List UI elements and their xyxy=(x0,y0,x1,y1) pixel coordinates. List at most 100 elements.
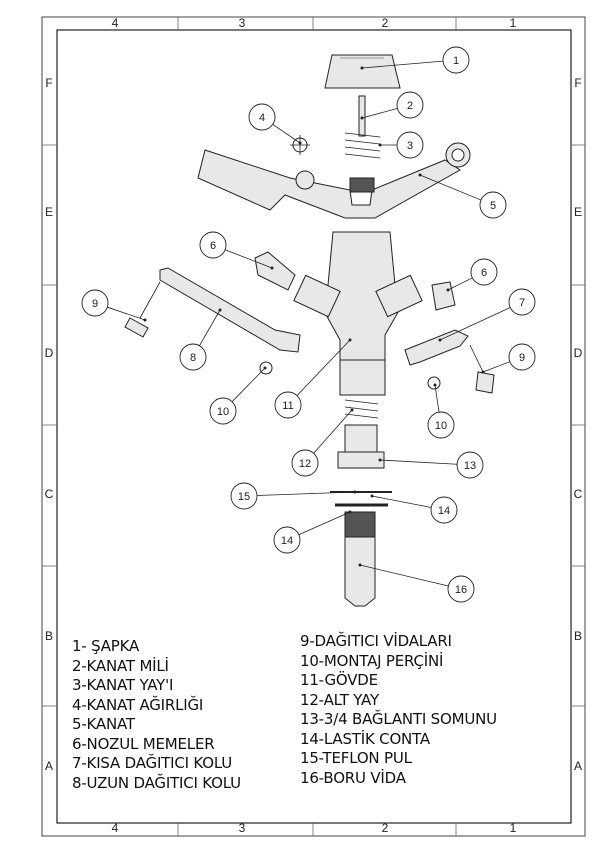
balloon-circle xyxy=(291,449,319,477)
parts-list-item: 12-ALT YAY xyxy=(300,690,379,709)
balloon-number: 6 xyxy=(210,240,216,252)
leader-line xyxy=(231,367,266,402)
part-spring-top xyxy=(344,132,381,159)
balloon-number: 2 xyxy=(407,100,413,112)
balloon-number: 3 xyxy=(407,140,413,152)
balloon-circle xyxy=(396,91,424,119)
leader-line xyxy=(313,409,353,454)
leader-dot xyxy=(358,563,362,567)
leader-line xyxy=(107,306,146,321)
balloon-number: 10 xyxy=(217,406,229,418)
zone-column-label: 1 xyxy=(510,16,517,30)
leader-dot xyxy=(446,288,450,292)
parts-list-right: 9-DAĞITICI VİDALARI 10-MONTAJ PERÇİNİ 11… xyxy=(300,632,497,788)
balloon-number: 12 xyxy=(299,458,311,470)
balloon-circle xyxy=(442,46,470,74)
balloon-number: 9 xyxy=(92,298,98,310)
parts-list-item: 16-BORU VİDA xyxy=(300,768,406,787)
balloon-circle xyxy=(248,103,276,131)
part-nozzle-right xyxy=(431,281,456,311)
leader-dot xyxy=(360,116,364,120)
leader-line xyxy=(224,249,273,269)
balloon-number: 6 xyxy=(481,267,487,279)
balloon-number: 14 xyxy=(281,535,293,547)
zone-row-label: A xyxy=(45,759,53,773)
leader-dot xyxy=(353,490,357,494)
parts-list-item: 7-KISA DAĞITICI KOLU xyxy=(72,754,233,772)
leader-dot xyxy=(143,318,147,322)
leader-line xyxy=(361,108,398,119)
balloon-circle xyxy=(508,288,536,316)
leader-line xyxy=(272,124,301,144)
balloon-circle xyxy=(273,526,301,554)
balloon-number: 9 xyxy=(519,352,525,364)
leader-dot xyxy=(438,338,442,342)
parts-list-item: 5-KANAT xyxy=(72,715,135,733)
zone-row-label: C xyxy=(45,487,54,501)
leader-line xyxy=(447,277,473,291)
balloon-circle xyxy=(430,496,458,524)
zone-row-label: D xyxy=(45,346,54,360)
leader-dot xyxy=(370,494,374,498)
leader-line xyxy=(256,491,356,496)
zone-column-label: 2 xyxy=(382,821,389,835)
leader-lines xyxy=(107,60,511,587)
balloon-circle xyxy=(199,231,227,259)
leader-dot xyxy=(481,370,485,374)
zone-column-label: 4 xyxy=(112,821,119,835)
parts-list-item: 13-3/4 BAĞLANTI SOMUNU xyxy=(300,710,497,728)
zone-row-label: F xyxy=(574,76,581,90)
leader-line xyxy=(298,511,351,536)
balloon-number: 11 xyxy=(282,400,293,412)
parts-list-item: 15-TEFLON PUL xyxy=(300,749,412,767)
zone-row-label: E xyxy=(45,205,53,219)
parts-list-left: 1- ŞAPKA 2-KANAT MİLİ 3-KANAT YAY'I 4-KA… xyxy=(72,637,241,793)
part-cap xyxy=(324,54,401,89)
part-long-arm xyxy=(159,267,301,353)
leader-line xyxy=(439,307,511,341)
zone-row-label: F xyxy=(45,76,52,90)
part-nut xyxy=(337,424,385,469)
balloon-number: 4 xyxy=(259,112,265,124)
parts-list-item: 2-KANAT MİLİ xyxy=(72,656,169,675)
leader-line xyxy=(199,309,221,346)
zone-column-label: 4 xyxy=(112,16,119,30)
zone-row-label: D xyxy=(574,346,583,360)
balloon-circle xyxy=(274,391,302,419)
balloon-number: 7 xyxy=(519,297,525,309)
leader-line xyxy=(296,339,351,396)
leader-line xyxy=(419,174,482,201)
outer-frame xyxy=(41,16,586,837)
balloon-circle xyxy=(81,289,109,317)
parts-list-item: 10-MONTAJ PERÇİNİ xyxy=(300,651,444,670)
leader-line xyxy=(434,384,440,413)
balloon-number: 16 xyxy=(455,584,467,596)
leader-line xyxy=(359,564,449,587)
leader-dot xyxy=(348,338,352,342)
balloon-circle xyxy=(179,343,207,371)
leader-dot xyxy=(378,143,382,147)
part-pipe-screw xyxy=(344,511,376,607)
leader-dot xyxy=(298,141,302,145)
zone-row-label: E xyxy=(574,205,582,219)
part-rivets xyxy=(259,361,441,390)
part-lower-spring xyxy=(344,399,379,419)
balloon-circle xyxy=(427,411,455,439)
part-short-arm xyxy=(404,329,469,366)
parts-list-item: 9-DAĞITICI VİDALARI xyxy=(300,632,452,650)
parts-list-item: 8-UZUN DAĞITICI KOLU xyxy=(72,773,241,792)
leader-dot xyxy=(348,510,352,514)
zone-row-label: A xyxy=(574,759,582,773)
zone-column-label: 2 xyxy=(382,16,389,30)
leader-dot xyxy=(350,408,354,412)
part-weight xyxy=(290,135,310,155)
balloon-number: 8 xyxy=(190,352,196,364)
zone-row-label: C xyxy=(574,487,583,501)
zone-row-label: B xyxy=(45,629,53,643)
zone-column-label: 3 xyxy=(239,16,246,30)
part-screw-right xyxy=(469,344,495,394)
part-screw-left xyxy=(124,281,161,338)
balloon-circle xyxy=(456,451,484,479)
leader-line xyxy=(361,60,444,69)
